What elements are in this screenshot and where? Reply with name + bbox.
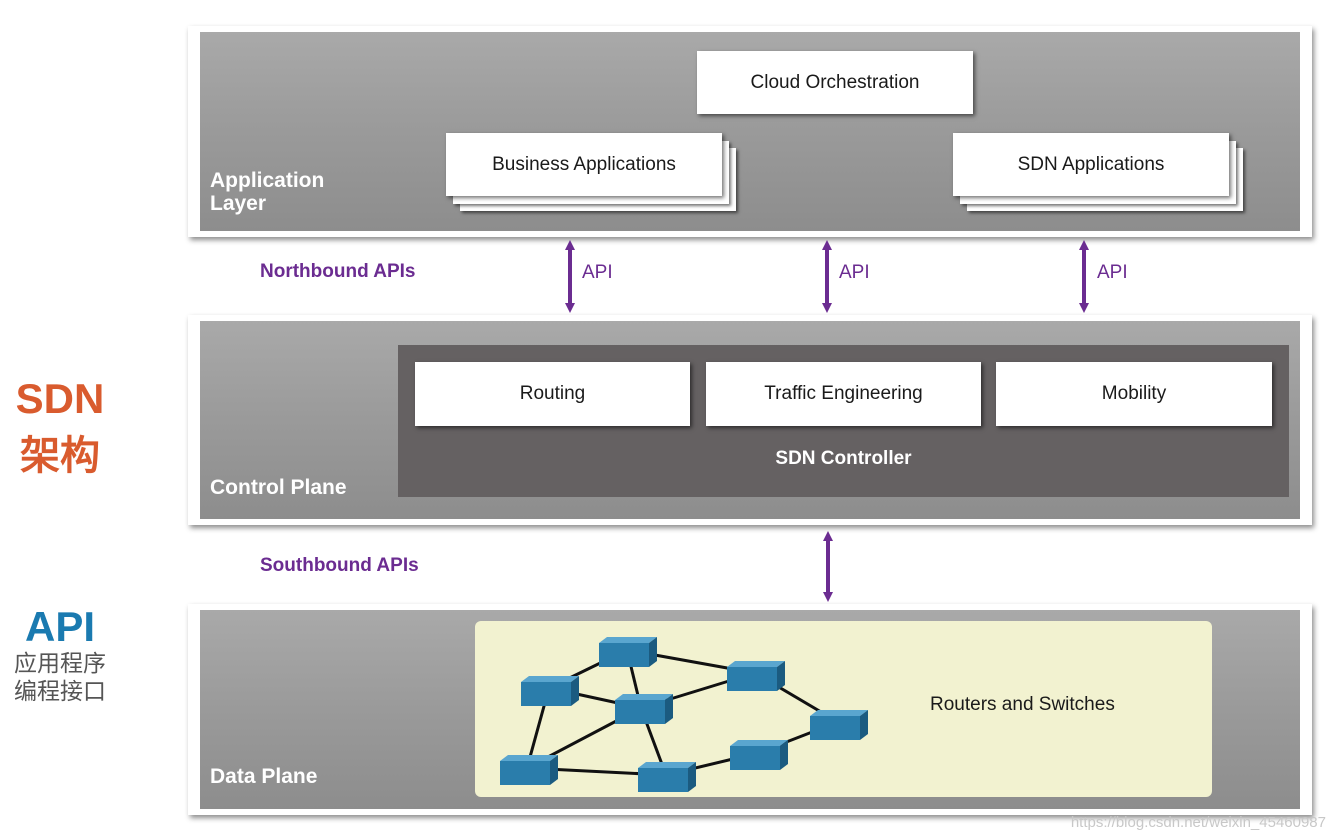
sdn-title: SDN [15,375,105,422]
southbound-apis-label: Southbound APIs [260,555,419,576]
routing-module: Routing [415,362,690,426]
api-subtitle-line2: 编程接口 [14,679,106,705]
routing-label: Routing [519,383,586,404]
watermark: https://blog.csdn.net/weixin_45460987 [1070,814,1326,831]
business-applications-label: Business Applications [492,153,676,175]
sdn-applications-label: SDN Applications [1017,153,1165,175]
traffic-engineering-label: Traffic Engineering [764,383,923,404]
control-plane-title: Control Plane [210,476,347,499]
sdn-applications-box: SDN Applications [953,133,1229,196]
mobility-label: Mobility [1101,383,1167,404]
traffic-engineering-module: Traffic Engineering [706,362,981,426]
cloud-orchestration-label: Cloud Orchestration [750,71,920,93]
northbound-api-label-2: API [839,262,870,283]
api-title: API [24,603,95,650]
northbound-apis-label: Northbound APIs [260,261,416,282]
routers-switches-label: Routers and Switches [930,694,1115,715]
application-layer-title: Application Layer [210,169,325,215]
sdn-subtitle: 架构 [20,433,100,479]
api-subtitle-line1: 应用程序 [14,651,106,677]
sdn-controller-label: SDN Controller [775,448,912,469]
data-plane-title: Data Plane [210,765,318,788]
northbound-api-label-1: API [582,262,613,283]
mobility-module: Mobility [996,362,1272,426]
business-applications-box: Business Applications [446,133,722,196]
northbound-api-label-3: API [1097,262,1128,283]
cloud-orchestration-box: Cloud Orchestration [697,51,973,114]
